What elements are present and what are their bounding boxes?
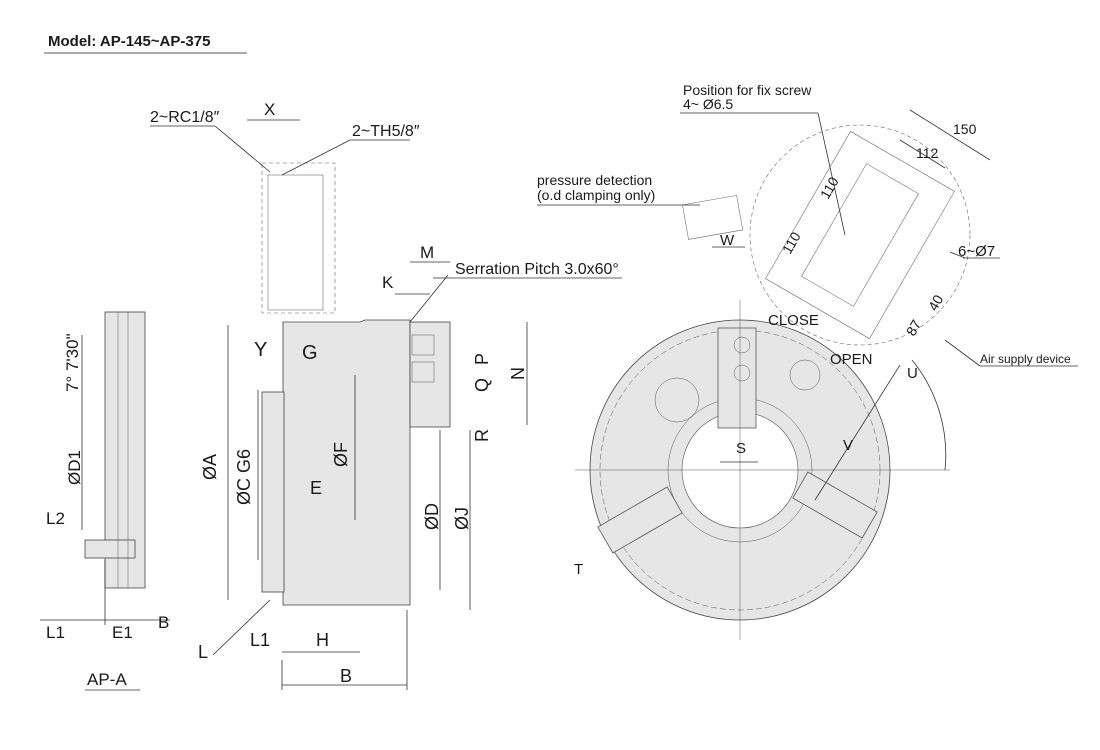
dim-110-lower: 110 [779,229,804,257]
w-label: W [720,232,735,249]
section-view: X 2~RC1/8″ 2~TH5/8″ M K Serration Pitch … [150,100,622,690]
l-label: L [198,642,208,662]
c-label: ØC G6 [234,449,254,505]
angle-label: 7° 7'30" [63,333,82,392]
b-label: B [340,666,352,686]
pressure-detection-label: pressure detection [537,172,652,188]
close-label: CLOSE [768,312,819,329]
x-label: X [264,100,275,119]
model-title: Model: AP-145~AP-375 [48,33,210,50]
dim-40: 40 [925,292,947,314]
front-view: Position for fix screw 4~ Ø6.5 150 112 1… [537,82,1078,640]
u-label: U [907,365,918,382]
n-label: N [508,367,528,380]
f-label: ØF [331,442,351,467]
dim-110-upper: 110 [817,174,842,202]
d1-label: ØD1 [65,450,84,485]
l1-label: L1 [250,630,270,650]
j-label: ØJ [452,507,472,530]
l1-label-side: L1 [46,623,65,642]
pressure-detection-note: (o.d clamping only) [537,187,655,203]
ap-a-caption: AP-A [87,670,127,689]
h-label: H [316,630,329,650]
r-label: R [472,429,492,442]
d-label: ØD [422,503,442,530]
open-label: OPEN [830,351,873,368]
holes-label: 6~Ø7 [958,243,995,260]
p-label: P [472,353,492,365]
b-label-side: B [158,613,169,632]
s-label: S [736,440,746,457]
serration-label: Serration Pitch 3.0x60° [455,261,619,278]
y-label: Y [254,339,267,361]
e-label: E [310,478,322,498]
air-supply-label: Air supply device [980,352,1071,366]
dim-112: 112 [916,145,939,161]
fix-screw-label: Position for fix screw [683,82,812,98]
fix-screw-size: 4~ Ø6.5 [683,96,733,112]
a-label: ØA [200,454,220,480]
l2-label: L2 [46,509,65,528]
th-label: 2~TH5/8″ [352,123,420,140]
g-label: G [302,342,318,364]
rc-label: 2~RC1/8″ [150,109,220,126]
side-view: 7° 7'30" ØD1 L2 L1 E1 B AP-A [40,311,170,691]
v-label: V [843,437,853,454]
k-label: K [382,273,394,292]
t-label: T [574,561,583,578]
e1-label: E1 [112,623,133,642]
dim-87: 87 [903,317,925,339]
dim-150: 150 [953,121,977,137]
m-label: M [420,243,434,262]
q-label: Q [472,378,492,392]
